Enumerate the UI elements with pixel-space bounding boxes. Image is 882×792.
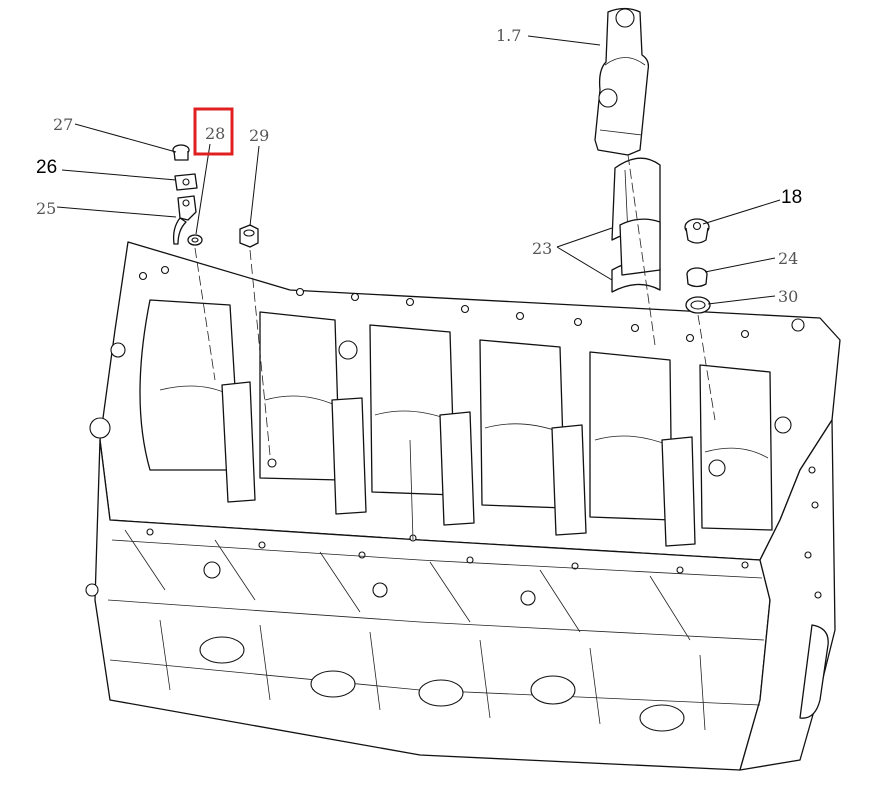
label-18: 18 (781, 187, 802, 208)
label-30: 30 (778, 287, 798, 306)
part-25-nozzle (172, 195, 197, 245)
part-23-bearing-shells (611, 157, 661, 293)
label-25: 25 (36, 199, 56, 218)
highlight-box-28 (193, 107, 234, 156)
part-1-7-bearing-cap (594, 7, 650, 156)
crank-bays (139, 299, 773, 531)
label-24: 24 (778, 249, 798, 268)
label-26: 26 (36, 157, 57, 178)
part-28-washer (187, 234, 203, 246)
label-27: 27 (53, 115, 73, 134)
lower-block-details (85, 466, 829, 732)
engine-block (85, 241, 841, 771)
assembly-centerlines (194, 154, 716, 456)
leader-lines (56, 35, 781, 305)
label-29: 29 (249, 126, 269, 145)
label-1-7: 1.7 (496, 26, 521, 45)
dipstick-tube (409, 439, 414, 541)
label-23: 23 (532, 239, 552, 258)
part-18-plug (684, 218, 710, 244)
part-27-bolt (172, 144, 190, 161)
part-29-plug (239, 224, 259, 248)
deck-holes (89, 265, 805, 574)
part-30-o-ring (685, 296, 711, 314)
part-24-cap (686, 267, 708, 288)
label-28: 28 (205, 124, 225, 143)
main-bearing-bulkheads (221, 381, 696, 547)
part-26-washer (174, 173, 198, 191)
